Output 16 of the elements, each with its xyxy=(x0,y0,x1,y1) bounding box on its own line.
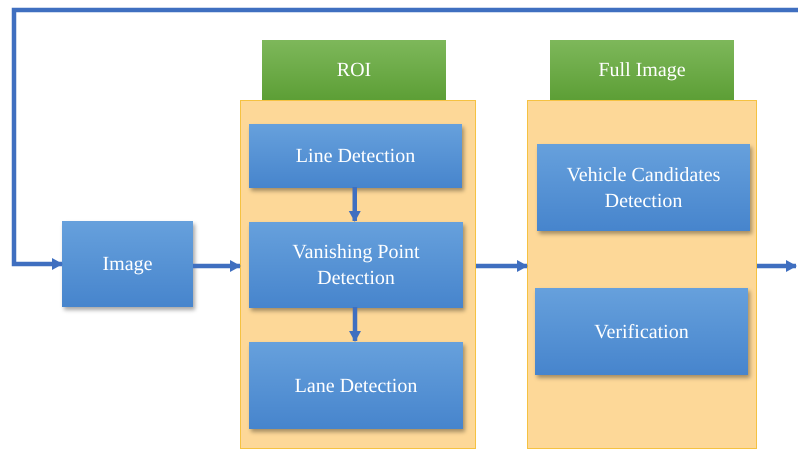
process-box: Vanishing Point Detection xyxy=(249,222,463,308)
process-box: Image xyxy=(62,221,193,307)
arrow xyxy=(348,187,361,222)
arrow xyxy=(476,260,528,272)
process-box: Verification xyxy=(535,288,748,375)
arrow xyxy=(349,307,361,342)
header-box: Full Image xyxy=(550,40,734,100)
process-box: Vehicle Candidates Detection xyxy=(537,144,750,231)
process-box: Lane Detection xyxy=(249,342,463,429)
header-box: ROI xyxy=(262,40,446,100)
group-panel xyxy=(527,100,757,449)
arrow xyxy=(193,260,241,272)
group-panel xyxy=(240,100,476,449)
arrow xyxy=(12,8,798,270)
process-box: Line Detection xyxy=(249,124,462,188)
arrow xyxy=(757,260,797,272)
